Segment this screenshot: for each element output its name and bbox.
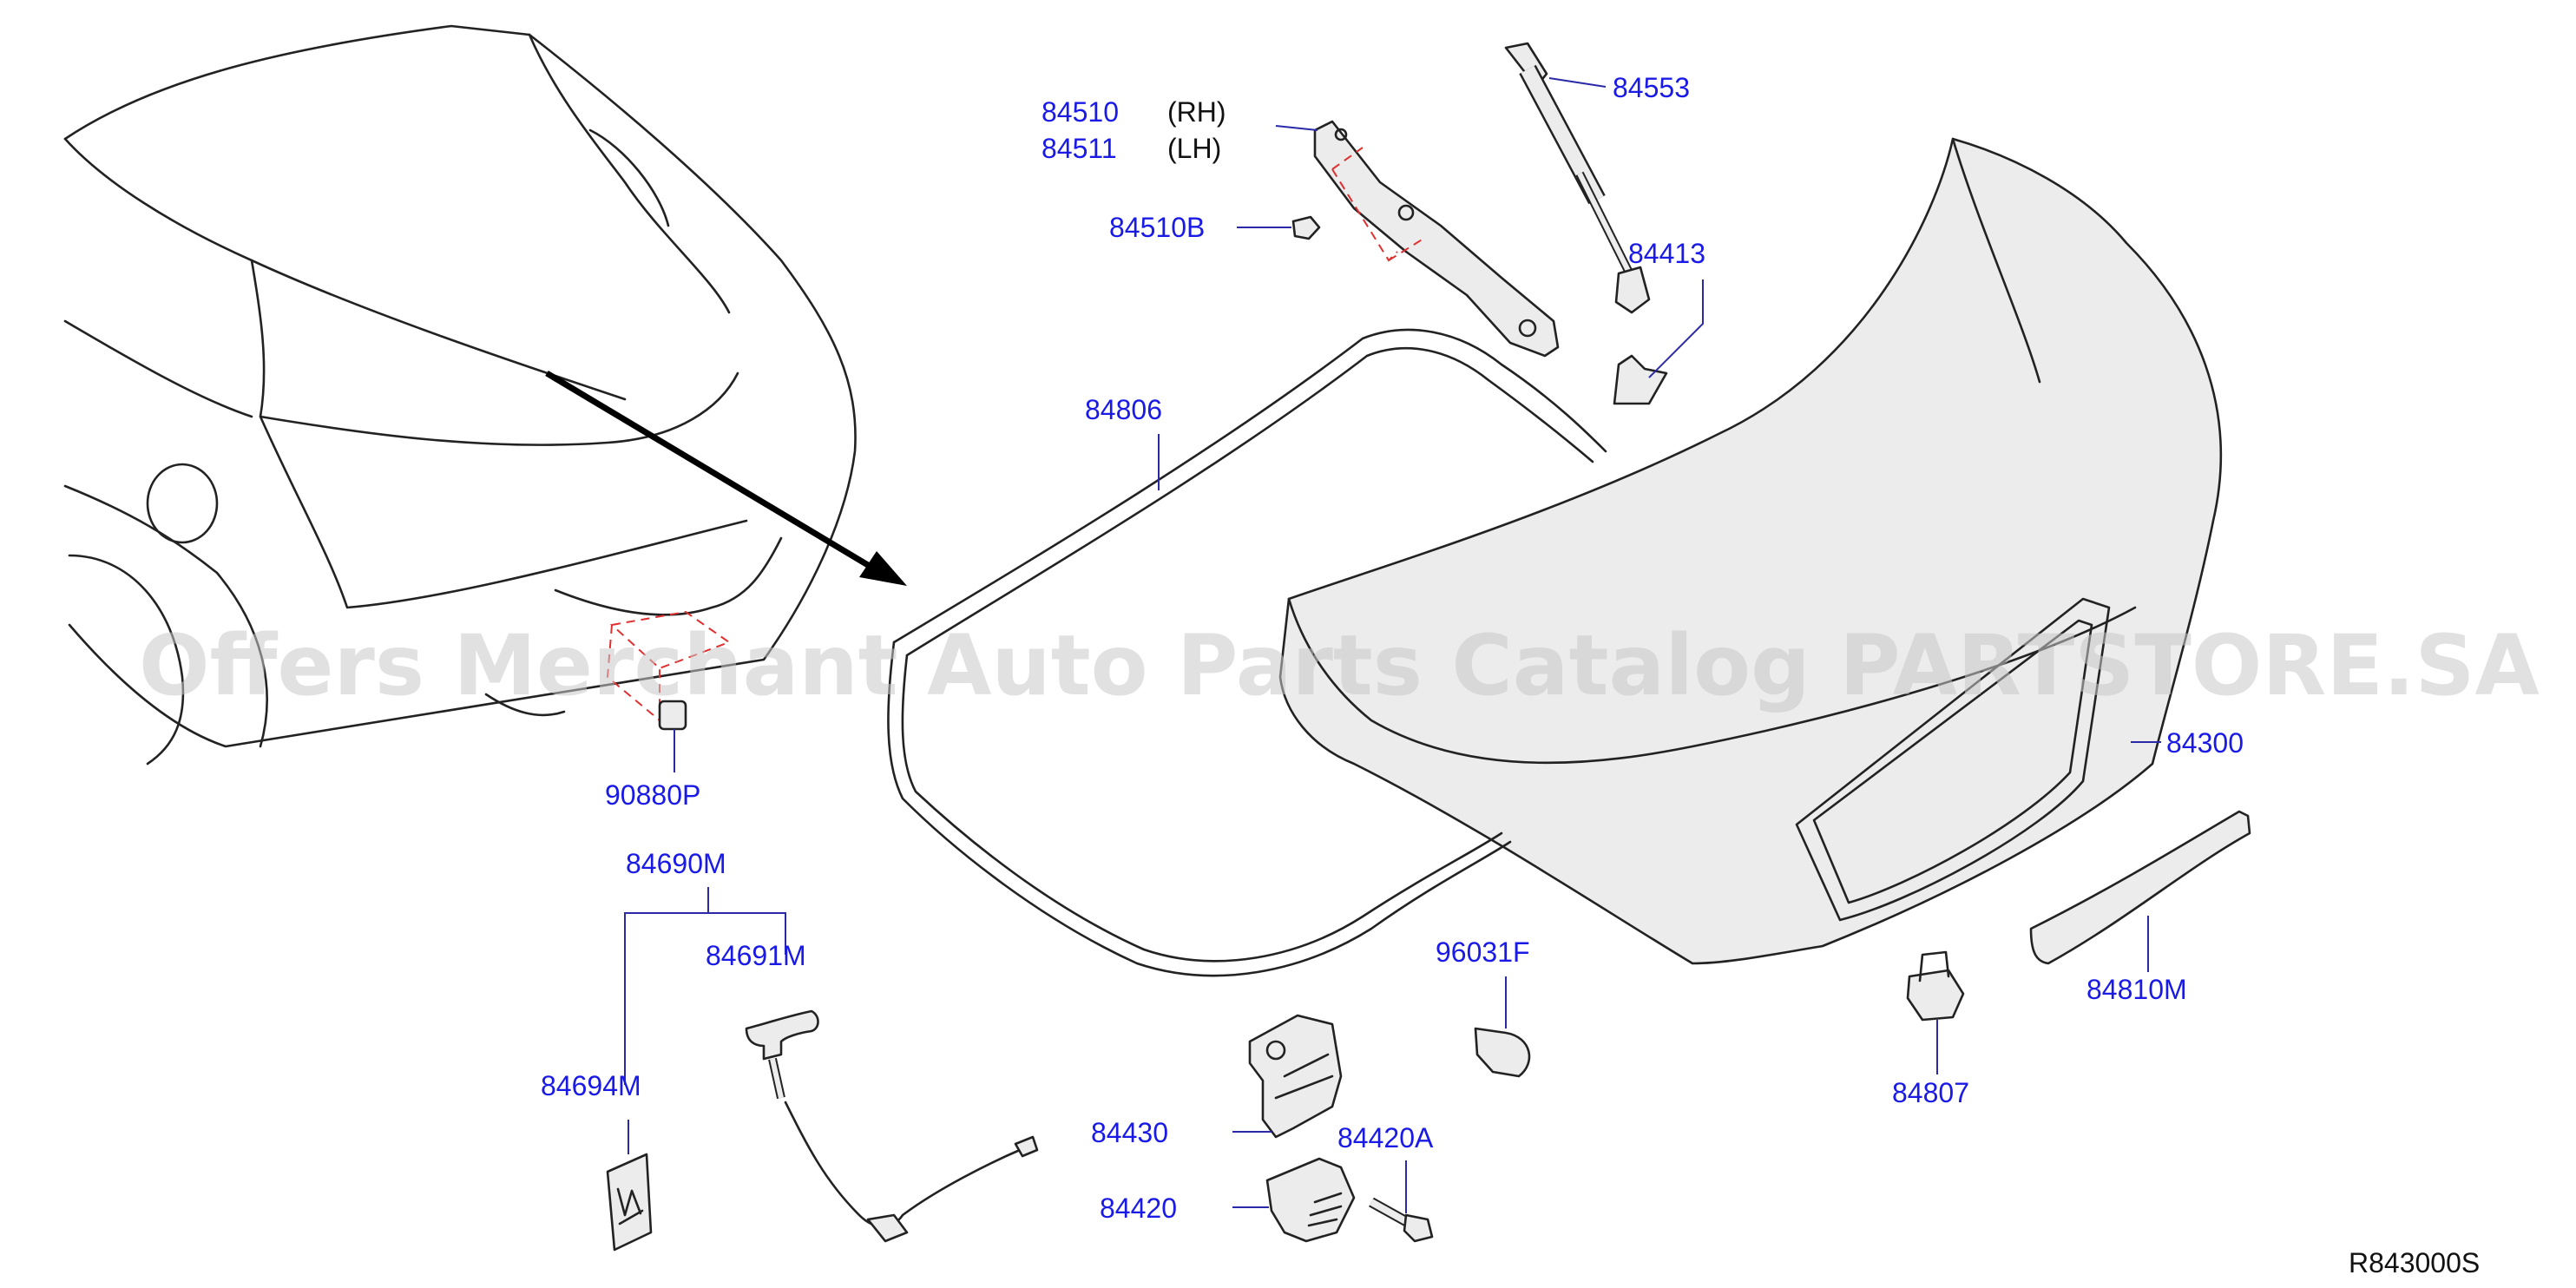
label-84807[interactable]: 84807 xyxy=(1892,1077,1969,1108)
direction-arrow xyxy=(545,370,907,586)
diagram-code: R843000S xyxy=(2349,1247,2480,1278)
label-84690m[interactable]: 84690M xyxy=(626,848,726,879)
label-84430[interactable]: 84430 xyxy=(1091,1117,1168,1148)
part-84806-weatherstrip xyxy=(887,328,1607,977)
part-84420a-bolt xyxy=(1369,1160,1434,1243)
part-84810m-finisher xyxy=(2029,810,2251,972)
label-84691m[interactable]: 84691M xyxy=(706,940,806,971)
part-84690m-group xyxy=(624,887,786,1085)
label-84694m[interactable]: 84694M xyxy=(541,1070,641,1101)
part-84553-gas-stay xyxy=(1504,42,1651,314)
label-84420[interactable]: 84420 xyxy=(1100,1193,1177,1224)
label-84511[interactable]: 84511 xyxy=(1042,133,1117,164)
part-90880p-clip xyxy=(606,610,732,772)
label-lh: (LH) xyxy=(1167,133,1221,164)
label-84553[interactable]: 84553 xyxy=(1613,72,1690,103)
part-84807-clip xyxy=(1906,950,1965,1074)
part-84510-hinge xyxy=(1275,120,1560,358)
part-84413-bumper xyxy=(1613,279,1704,405)
part-84430-actuator xyxy=(1232,1014,1343,1139)
label-84806[interactable]: 84806 xyxy=(1085,394,1162,425)
label-84420a[interactable]: 84420A xyxy=(1337,1122,1434,1153)
label-rh: (RH) xyxy=(1167,96,1226,128)
car-rear-outline xyxy=(63,24,857,766)
label-96031f[interactable]: 96031F xyxy=(1436,936,1530,968)
label-90880p[interactable]: 90880P xyxy=(605,779,700,811)
label-84413[interactable]: 84413 xyxy=(1628,238,1705,269)
label-84300[interactable]: 84300 xyxy=(2166,727,2244,759)
part-84691m-handle xyxy=(745,1009,1039,1243)
part-84420-lock xyxy=(1232,1157,1356,1243)
label-84510b[interactable]: 84510B xyxy=(1109,212,1205,243)
part-84510b-nut xyxy=(1237,215,1321,240)
part-84694m-emblem xyxy=(606,1120,653,1252)
part-96031f-clip xyxy=(1474,976,1531,1078)
part-84300-trunk-lid xyxy=(1278,137,2223,965)
label-84810m[interactable]: 84810M xyxy=(2086,974,2187,1005)
watermark: Offers Merchant Auto Parts Catalog PARTS… xyxy=(139,617,2540,714)
label-84510[interactable]: 84510 xyxy=(1042,96,1119,128)
